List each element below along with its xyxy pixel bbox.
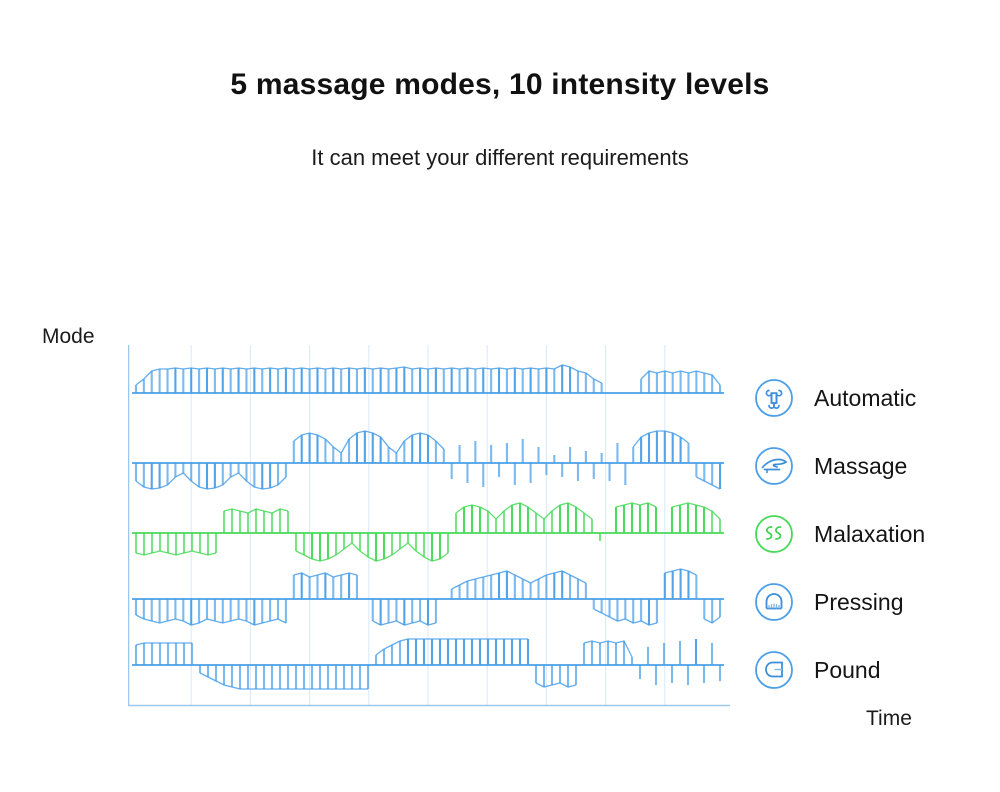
legend-item-massage[interactable]: Massage bbox=[752, 432, 1000, 500]
legend: Automatic Massage Malaxat bbox=[752, 364, 1000, 704]
legend-label-pound: Pound bbox=[814, 656, 881, 683]
pound-fist-icon bbox=[752, 648, 796, 692]
envelope bbox=[199, 672, 368, 690]
hand-palm-icon bbox=[752, 444, 796, 488]
envelope bbox=[293, 430, 445, 454]
legend-label-massage: Massage bbox=[814, 452, 908, 479]
waveform-row-pound bbox=[132, 638, 724, 690]
y-axis-label: Mode bbox=[42, 325, 95, 348]
envelope bbox=[135, 614, 287, 626]
envelope bbox=[696, 476, 721, 490]
envelope bbox=[135, 364, 602, 386]
x-axis-label: Time bbox=[866, 707, 912, 730]
legend-item-automatic[interactable]: Automatic bbox=[752, 364, 1000, 432]
legend-label-malaxation: Malaxation bbox=[814, 520, 926, 547]
envelope bbox=[632, 430, 689, 448]
page-title: 5 massage modes, 10 intensity levels bbox=[230, 68, 770, 101]
legend-label-pressing: Pressing bbox=[814, 588, 904, 615]
envelope bbox=[135, 642, 192, 646]
waveform-row-malaxation bbox=[132, 502, 724, 562]
envelope bbox=[135, 472, 287, 490]
envelope bbox=[535, 682, 577, 688]
legend-item-pound[interactable]: Pound bbox=[752, 636, 1000, 704]
waveform-row-massage bbox=[132, 430, 724, 490]
knead-swirl-icon bbox=[752, 512, 796, 556]
waveform-row-automatic bbox=[132, 364, 724, 394]
command-loop-icon bbox=[752, 376, 796, 420]
envelope bbox=[451, 570, 587, 590]
waveform-row-pressing bbox=[132, 568, 724, 626]
waveform-svg bbox=[128, 345, 730, 707]
page-subtitle: It can meet your different requirements bbox=[311, 145, 689, 170]
legend-label-automatic: Automatic bbox=[814, 384, 917, 411]
envelope bbox=[375, 638, 528, 656]
press-fist-icon bbox=[752, 580, 796, 624]
legend-item-malaxation[interactable]: Malaxation bbox=[752, 500, 1000, 568]
envelope bbox=[295, 542, 449, 562]
mode-waveform-chart bbox=[128, 345, 730, 710]
legend-item-pressing[interactable]: Pressing bbox=[752, 568, 1000, 636]
envelope bbox=[455, 502, 593, 520]
envelope bbox=[615, 502, 657, 508]
